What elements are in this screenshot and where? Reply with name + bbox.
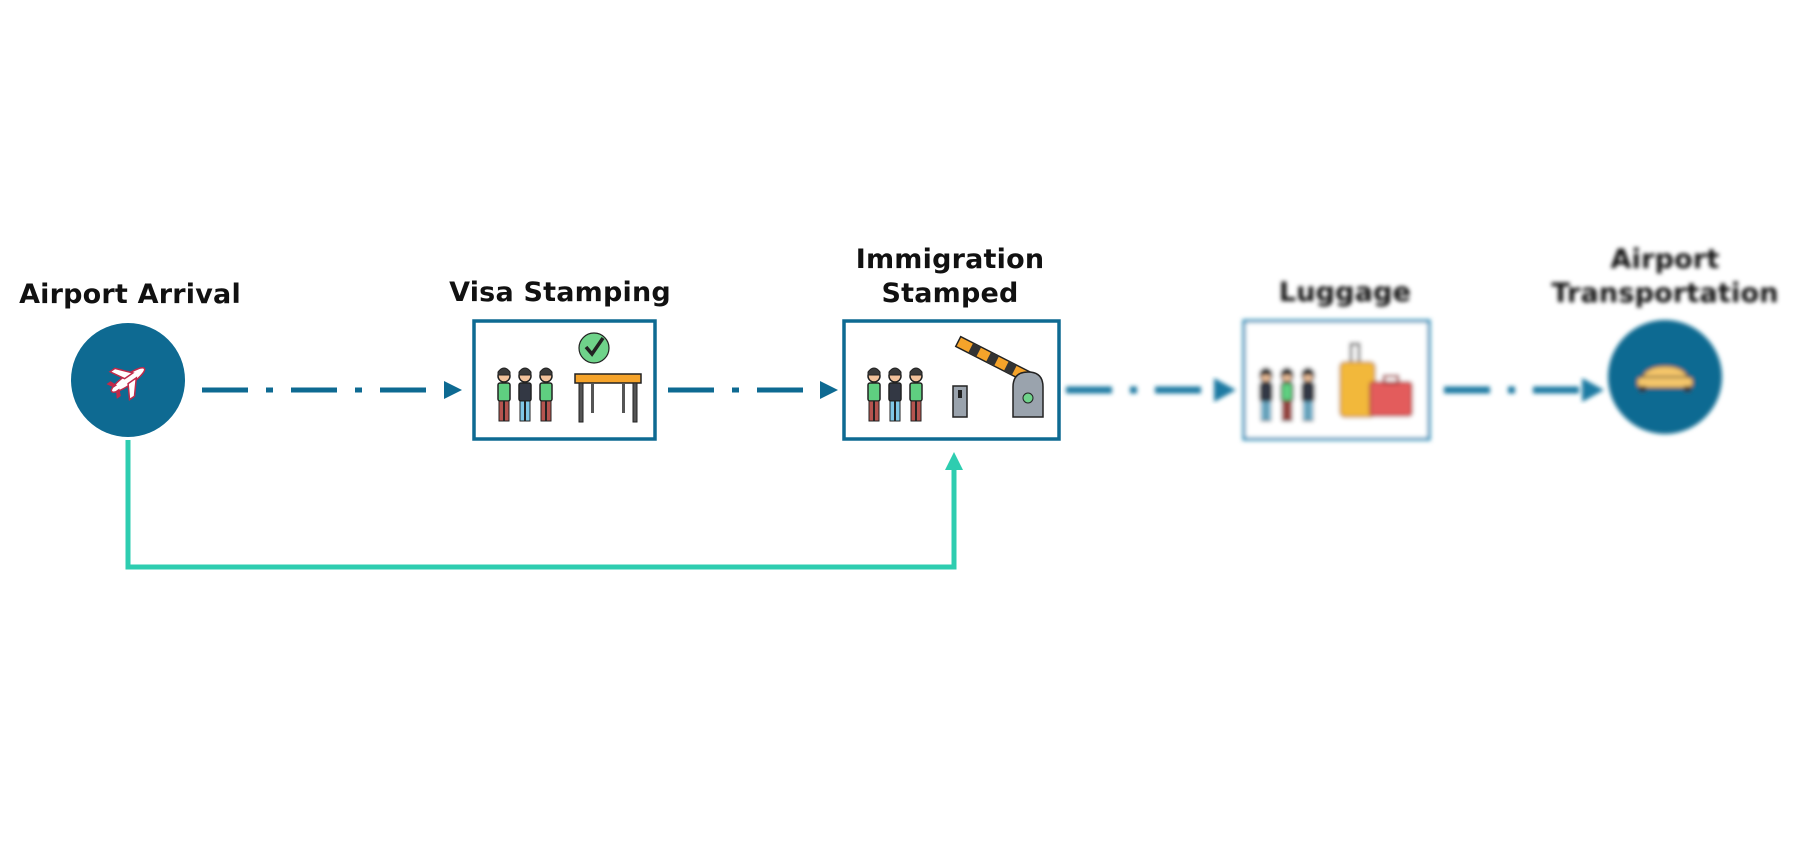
node-visa-stamping <box>472 319 657 441</box>
airplane-icon <box>106 367 146 402</box>
node-airport-arrival <box>71 323 185 437</box>
queue-at-barrier-gate-icon <box>867 335 1044 422</box>
connector-visa-to-immigration <box>668 381 838 399</box>
airport-transportation-label-line2: Transportation <box>1551 278 1779 309</box>
queue-with-suitcases-icon <box>1259 342 1413 422</box>
connector-immigration-to-luggage <box>1066 378 1236 402</box>
airport-transportation-label: Airport Transportation <box>1530 243 1800 311</box>
immigration-stamped-label-line2: Stamped <box>881 278 1019 309</box>
luggage-label: Luggage <box>1278 277 1412 308</box>
airport-arrival-label: Airport Arrival <box>19 279 241 310</box>
node-immigration-stamped <box>842 319 1061 441</box>
immigration-stamped-label: Immigration Stamped <box>830 243 1070 311</box>
car-icon <box>1636 365 1694 392</box>
immigration-stamped-label-line1: Immigration <box>855 244 1045 275</box>
node-airport-transportation <box>1608 320 1722 434</box>
connector-luggage-to-transport <box>1444 378 1604 402</box>
node-luggage <box>1242 319 1431 441</box>
connector-arrival-to-visa <box>202 381 462 399</box>
queue-at-desk-icon <box>497 332 642 423</box>
visa-stamping-label: Visa Stamping <box>449 277 671 308</box>
airport-transportation-label-line1: Airport <box>1610 244 1720 275</box>
bypass-connector-arrival-to-immigration <box>125 440 963 570</box>
